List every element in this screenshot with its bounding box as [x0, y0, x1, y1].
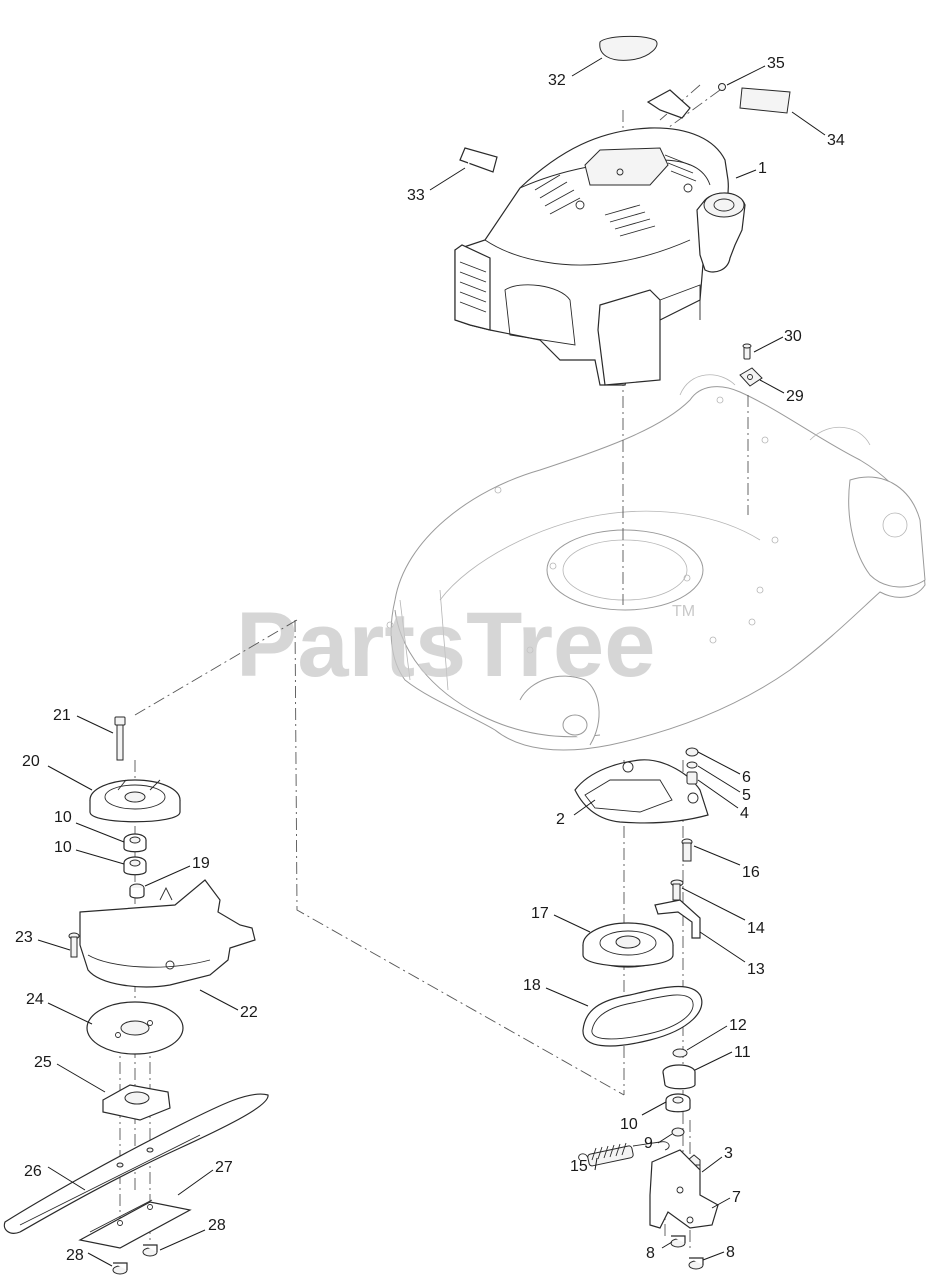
callout-11: 11: [734, 1044, 751, 1061]
callout-13: 13: [747, 961, 765, 978]
plate-24: [86, 1001, 184, 1055]
callout-25: 25: [34, 1054, 52, 1071]
callout-3: 3: [724, 1145, 733, 1162]
blade-26: [3, 1093, 269, 1234]
bearing-10-upper: [123, 833, 147, 853]
callout-9: 9: [644, 1135, 653, 1152]
callout-12: 12: [729, 1017, 747, 1034]
bearing-10-lower: [123, 856, 147, 876]
bushing-11: [662, 1064, 696, 1090]
callout-15: 15: [570, 1158, 588, 1175]
callout-21: 21: [53, 707, 71, 724]
bolt-21: [114, 716, 126, 761]
toro-decal-33: TORO: [459, 147, 498, 173]
callout-32: 32: [548, 72, 566, 89]
callout-1: 1: [758, 160, 767, 177]
watermark-text: PartsTree: [236, 594, 655, 696]
callout-19: 19: [192, 855, 210, 872]
callout-10-upper: 10: [54, 809, 72, 826]
callout-6: 6: [742, 769, 751, 786]
callout-27: 27: [215, 1159, 233, 1176]
nut-28-right: [142, 1244, 158, 1257]
spacer-4: [686, 771, 698, 785]
callout-17: 17: [531, 905, 549, 922]
screw-23: [68, 932, 80, 958]
callout-33: 33: [407, 187, 425, 204]
callout-24: 24: [26, 991, 44, 1008]
callout-26: 26: [24, 1163, 42, 1180]
callout-18: 18: [523, 977, 541, 994]
screw-35: [718, 83, 726, 91]
pin-14: [670, 879, 684, 901]
clip-29: [739, 367, 763, 387]
callout-16: 16: [742, 864, 760, 881]
callout-28-left: 28: [66, 1247, 84, 1264]
nut-28-left: [112, 1262, 128, 1275]
bearing-10-right: [665, 1093, 691, 1113]
screw-6: [685, 747, 699, 757]
callout-14: 14: [747, 920, 765, 937]
stiffener-27: [78, 1199, 192, 1249]
belt-18: [582, 985, 703, 1047]
callout-2: 2: [556, 811, 565, 828]
callout-8-left: 8: [646, 1245, 655, 1262]
bracket-13: [654, 899, 701, 939]
adapter-25: [102, 1084, 171, 1121]
callout-35: 35: [767, 55, 785, 72]
idler-pulley-17: [582, 922, 674, 968]
decal-34: [739, 87, 791, 114]
callout-23: 23: [15, 929, 33, 946]
bracket-2: [574, 759, 709, 824]
callout-8-right: 8: [726, 1244, 735, 1261]
callout-28-right: 28: [208, 1217, 226, 1234]
screw-30: [742, 343, 752, 360]
deck-bolt-holes: [386, 396, 779, 654]
engine: [454, 89, 746, 386]
callout-29: 29: [786, 388, 804, 405]
callout-4: 4: [740, 805, 749, 822]
nut-8-left: [670, 1235, 686, 1248]
callout-10-lower: 10: [54, 839, 72, 856]
arm-7: [649, 1149, 719, 1229]
washer-5: [686, 761, 698, 769]
callout-5: 5: [742, 787, 751, 804]
decal-32: [599, 35, 658, 61]
watermark-trademark: TM: [672, 603, 695, 620]
shoulder-bolt-16: [681, 838, 693, 862]
nut-19: [129, 883, 145, 899]
spacer-12: [672, 1048, 688, 1058]
callouts: 1 2 3 4 5 6 7 8 8 9 10 10 10 11 12 13 14: [15, 55, 845, 1267]
nut-8-right: [688, 1257, 704, 1270]
callout-22: 22: [240, 1004, 258, 1021]
pulley-20: [89, 779, 181, 823]
mower-deck: [386, 374, 926, 751]
callout-20: 20: [22, 753, 40, 770]
callout-30: 30: [784, 328, 802, 345]
toro-decal-text: TORO: [466, 156, 492, 166]
callout-10-right: 10: [620, 1116, 638, 1133]
callout-7: 7: [732, 1189, 741, 1206]
belt-cover-22: [79, 879, 256, 988]
washer-9: [671, 1127, 685, 1137]
callout-34: 34: [827, 132, 845, 149]
